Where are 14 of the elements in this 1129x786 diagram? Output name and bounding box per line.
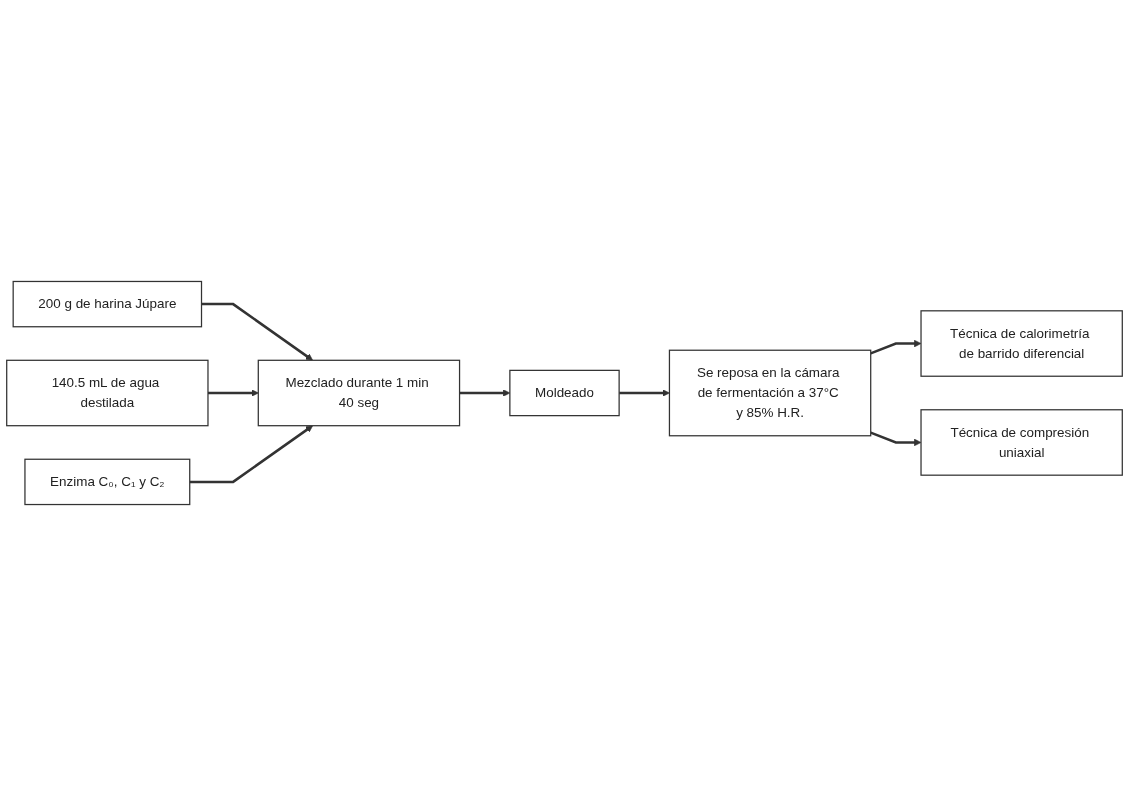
arrow xyxy=(201,302,313,361)
node-box: Técnica de compresión uniaxial xyxy=(920,409,1123,476)
node-box: Enzima C₀, C₁ y C₂ xyxy=(24,458,191,506)
node-box: 200 g de harina Júpare xyxy=(12,280,203,328)
arrow xyxy=(870,339,922,355)
node-box: Se reposa en la cámara de fermentación a 37°C y 85% H.R. xyxy=(668,349,872,437)
arrow xyxy=(189,425,313,484)
arrow xyxy=(207,389,259,397)
node-box: Técnica de calorimetría de barrido diferencial xyxy=(920,310,1123,377)
node-box: Mezclado durante 1 min 40 seg xyxy=(257,359,461,427)
node-box: 140.5 mL de agua destilada xyxy=(6,359,209,427)
arrow xyxy=(619,389,670,397)
arrow xyxy=(870,431,922,447)
node-box: Moldeado xyxy=(509,369,620,417)
